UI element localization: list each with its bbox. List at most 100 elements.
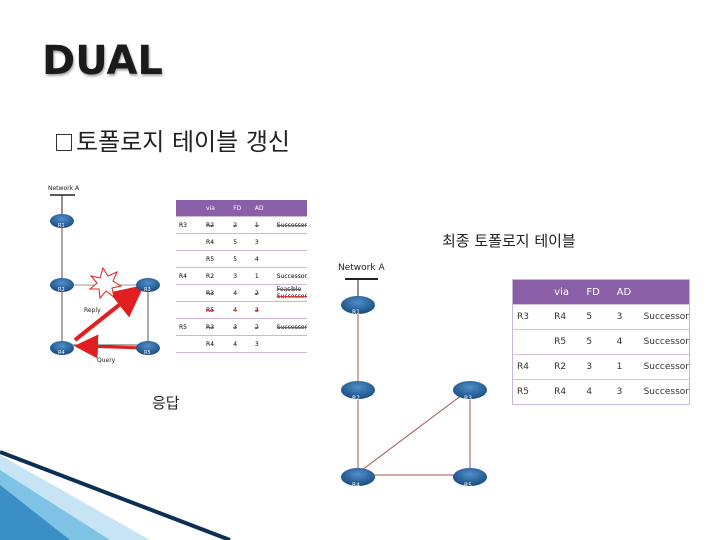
table-cell-router: R3: [176, 217, 203, 234]
table-cell-fd: 5: [582, 330, 612, 355]
svg-text:R4: R4: [352, 482, 360, 489]
table-cell-router: [176, 234, 203, 251]
right-router-r5: R5: [453, 468, 487, 489]
table-cell-ad: 4: [252, 251, 274, 268]
final-table-caption: 최종 토폴로지 테이블: [442, 230, 576, 251]
table-cell-fd: 3: [230, 268, 252, 285]
table-cell-via: R3: [203, 319, 230, 336]
table-cell-router: R5: [176, 319, 203, 336]
table-cell-router: [513, 330, 551, 355]
reply-caption: 응답: [152, 392, 180, 413]
table-cell-ad: 1: [252, 217, 274, 234]
table-cell-fd: 4: [230, 302, 252, 319]
table-cell-router: R3: [513, 305, 551, 330]
svg-text:R5: R5: [144, 350, 151, 356]
table-cell-status: [274, 251, 307, 268]
table-cell-status: Successor: [640, 355, 690, 380]
table-cell-via: R4: [203, 234, 230, 251]
svg-text:R5: R5: [464, 482, 472, 489]
table-cell-fd: 4: [230, 336, 252, 353]
query-label: Query: [97, 357, 116, 364]
left-diagram-bg: [40, 180, 175, 365]
table-cell-via: R5: [203, 251, 230, 268]
svg-text:R3: R3: [144, 287, 151, 293]
right-network-label: Network A: [338, 263, 385, 273]
right-router-r2: R2: [341, 381, 375, 402]
table-cell-router: [176, 302, 203, 319]
table-cell-via: R4: [550, 380, 582, 405]
svg-text:R3: R3: [464, 395, 472, 402]
right-router-r4: R4: [341, 468, 375, 489]
table-cell-ad: 3: [613, 305, 640, 330]
table-cell-fd: 2: [230, 217, 252, 234]
table-cell-fd: 5: [230, 251, 252, 268]
small-table-header: via FD AD: [176, 200, 307, 217]
table-cell-ad: 3: [252, 336, 274, 353]
final-table-header: via FD AD: [513, 280, 690, 305]
table-cell-ad: 4: [613, 330, 640, 355]
table-cell-status: [274, 302, 307, 319]
table-cell-ad: 1: [252, 268, 274, 285]
table-cell-via: R5: [550, 330, 582, 355]
table-cell-router: R4: [176, 268, 203, 285]
table-cell-status: Successor: [640, 330, 690, 355]
right-router-r1: R1: [341, 296, 375, 316]
table-cell-fd: 4: [230, 285, 252, 302]
table-cell-router: [176, 336, 203, 353]
table-cell-ad: 2: [252, 319, 274, 336]
table-cell-router: R5: [513, 380, 551, 405]
table-cell-via: R2: [203, 217, 230, 234]
svg-text:R2: R2: [58, 287, 65, 293]
table-cell-via: R2: [550, 355, 582, 380]
reply-label: Reply: [84, 307, 101, 314]
table-cell-via: R3: [203, 285, 230, 302]
table-cell-status: Successor: [274, 217, 307, 234]
table-cell-fd: 3: [230, 319, 252, 336]
svg-text:R2: R2: [352, 395, 360, 402]
table-cell-fd: 3: [582, 355, 612, 380]
svg-text:R4: R4: [58, 350, 65, 356]
table-cell-via: R4: [203, 336, 230, 353]
table-cell-status: Successor: [274, 319, 307, 336]
table-cell-router: [176, 251, 203, 268]
table-cell-fd: 5: [230, 234, 252, 251]
left-network-label: Network A: [48, 185, 80, 192]
table-cell-status: Successor: [640, 305, 690, 330]
table-row: R4R231Successor: [176, 268, 307, 285]
table-cell-status: Feasible Successor: [274, 285, 307, 302]
table-cell-router: R4: [513, 355, 551, 380]
table-cell-ad: 3: [613, 380, 640, 405]
table-cell-status: [274, 336, 307, 353]
right-router-r3: R3: [453, 381, 487, 402]
table-cell-fd: 4: [582, 380, 612, 405]
table-cell-ad: 2: [252, 285, 274, 302]
table-cell-status: Successor: [274, 268, 307, 285]
svg-text:R1: R1: [58, 223, 65, 229]
bottom-decoration: [0, 452, 230, 540]
table-cell-ad: 1: [613, 355, 640, 380]
table-cell-via: R4: [550, 305, 582, 330]
table-cell-fd: 5: [582, 305, 612, 330]
table-cell-ad: 3: [252, 234, 274, 251]
table-cell-ad: 3: [252, 302, 274, 319]
table-cell-status: Successor: [640, 380, 690, 405]
table-cell-via: R5: [203, 302, 230, 319]
svg-text:R1: R1: [352, 309, 360, 316]
table-cell-via: R2: [203, 268, 230, 285]
table-cell-status: [274, 234, 307, 251]
table-cell-router: [176, 285, 203, 302]
